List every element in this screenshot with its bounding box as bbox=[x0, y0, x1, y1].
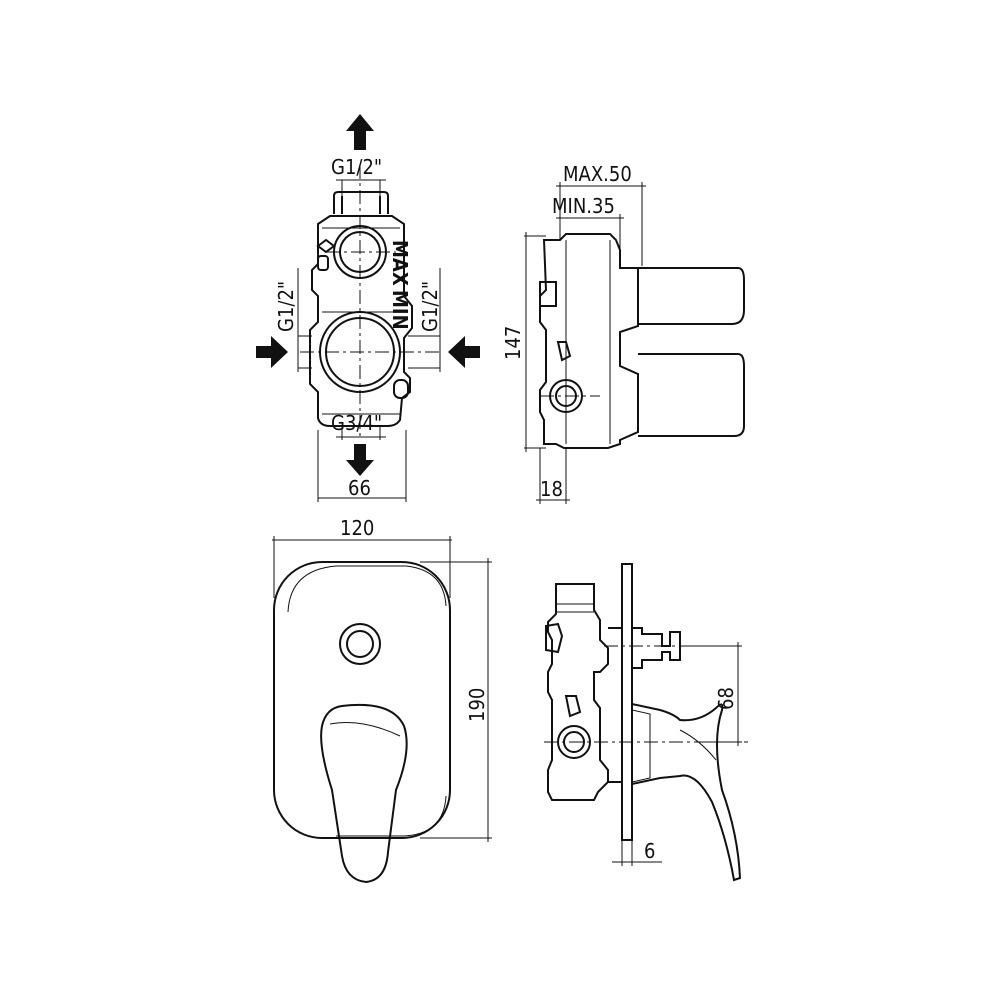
max-mark: MAX bbox=[388, 240, 412, 286]
cover-plate bbox=[273, 561, 451, 839]
dim-min-depth: MIN.35 bbox=[552, 194, 615, 218]
assembled-side-view: 68 6 bbox=[544, 563, 748, 882]
dim-body-width: 66 bbox=[348, 476, 371, 500]
dim-plate-thickness: 6 bbox=[644, 839, 655, 863]
dim-bottom-outlet: G3/4" bbox=[331, 411, 382, 435]
dim-body-height: 147 bbox=[501, 326, 525, 360]
dim-plate-width: 120 bbox=[340, 516, 374, 540]
inlet-left-arrow bbox=[256, 336, 288, 368]
lever-side bbox=[631, 702, 742, 882]
diverter-button bbox=[339, 623, 381, 665]
min-mark: MIN bbox=[388, 290, 412, 330]
outlet-down-arrow bbox=[346, 444, 374, 476]
dim-right-inlet: G1/2" bbox=[418, 281, 442, 332]
lever-handle bbox=[320, 703, 408, 884]
plate-side bbox=[621, 563, 633, 841]
plate-front-view: 120 190 bbox=[272, 516, 492, 884]
dim-plate-height: 190 bbox=[465, 688, 489, 722]
outlet-up-arrow bbox=[346, 114, 374, 150]
dim-left-inlet: G1/2" bbox=[274, 281, 298, 332]
body-side-view: 147 MAX.50 MIN.35 18 bbox=[501, 162, 745, 504]
dim-side-offset: 18 bbox=[540, 477, 563, 501]
inlet-right-arrow bbox=[448, 336, 480, 368]
dim-max-depth: MAX.50 bbox=[563, 162, 632, 186]
dim-top-outlet: G1/2" bbox=[331, 155, 382, 179]
body-front-view: MAX MIN G1/2" G1/2" G1/2" G3/4" 66 bbox=[256, 114, 480, 502]
depth-block-upper bbox=[638, 267, 745, 325]
side-body-casing bbox=[539, 233, 639, 449]
depth-block-lower bbox=[638, 353, 745, 437]
body-casing bbox=[309, 215, 413, 427]
dim-lever-offset: 68 bbox=[714, 687, 738, 710]
button-stem bbox=[632, 627, 681, 669]
